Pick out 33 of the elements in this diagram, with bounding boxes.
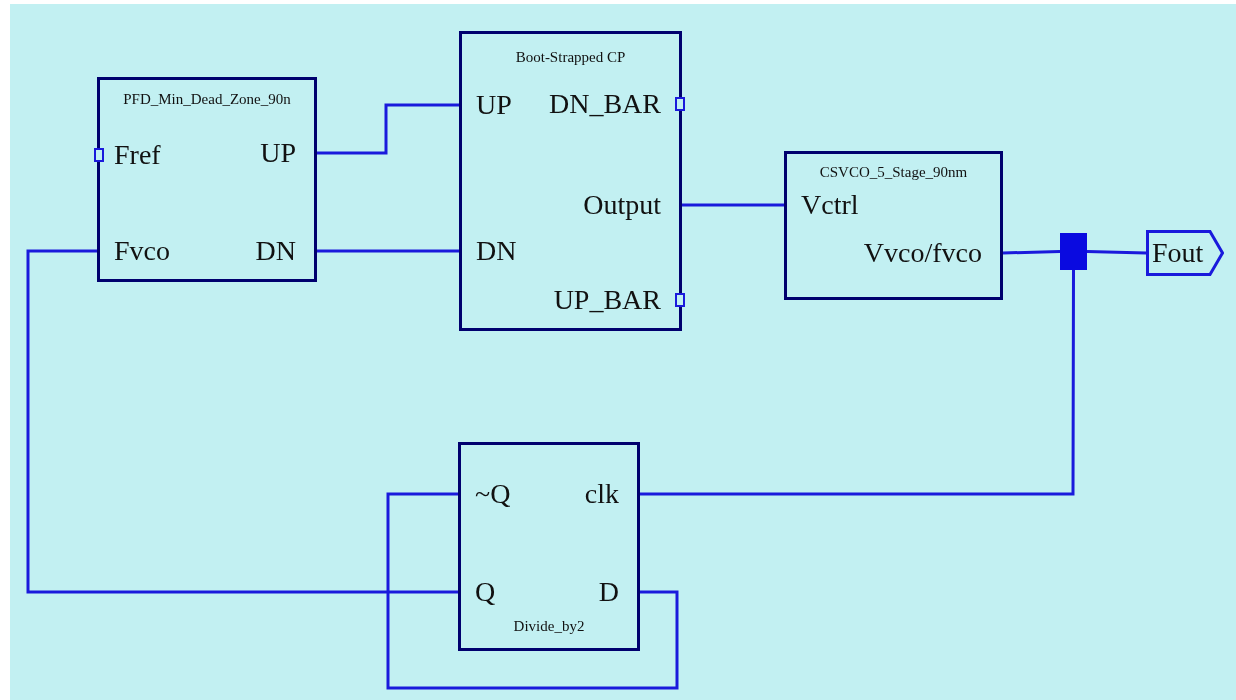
port-label: ~Q: [461, 477, 511, 511]
wire: [1002, 250, 1061, 255]
port-label: Fref: [100, 138, 161, 172]
block-title: Divide_by2: [512, 617, 586, 635]
port-label: Vvco/fvco: [863, 236, 1000, 270]
wire: [317, 103, 459, 155]
port-label: UP: [462, 88, 512, 122]
junction-square: [1060, 233, 1087, 270]
wire: [640, 270, 1075, 496]
port-label: DN: [462, 234, 517, 268]
block-box: [97, 77, 317, 282]
output-port: Fout: [1146, 230, 1224, 276]
wire: [26, 249, 458, 594]
block-title: Boot-Strapped CP: [514, 48, 627, 66]
block-title: CSVCO_5_Stage_90nm: [818, 163, 969, 181]
port-label: clk: [584, 477, 637, 511]
port-label: DN_BAR: [549, 87, 679, 121]
port-label: Vctrl: [787, 188, 859, 222]
block-box: [458, 442, 640, 651]
port-label: Fvco: [100, 234, 170, 268]
port-label: Q: [461, 575, 496, 609]
block-title: PFD_Min_Dead_Zone_90n: [122, 90, 292, 108]
wire: [1086, 250, 1147, 255]
wire: [682, 203, 784, 207]
port-label: UP_BAR: [553, 283, 679, 317]
port-label: Output: [583, 188, 679, 222]
wire: [317, 249, 459, 253]
port-label: UP: [260, 136, 314, 170]
port-label: D: [598, 575, 637, 609]
block-box: [459, 31, 682, 331]
wire: [386, 492, 679, 690]
block-box: [784, 151, 1003, 300]
port-label: DN: [255, 234, 314, 268]
